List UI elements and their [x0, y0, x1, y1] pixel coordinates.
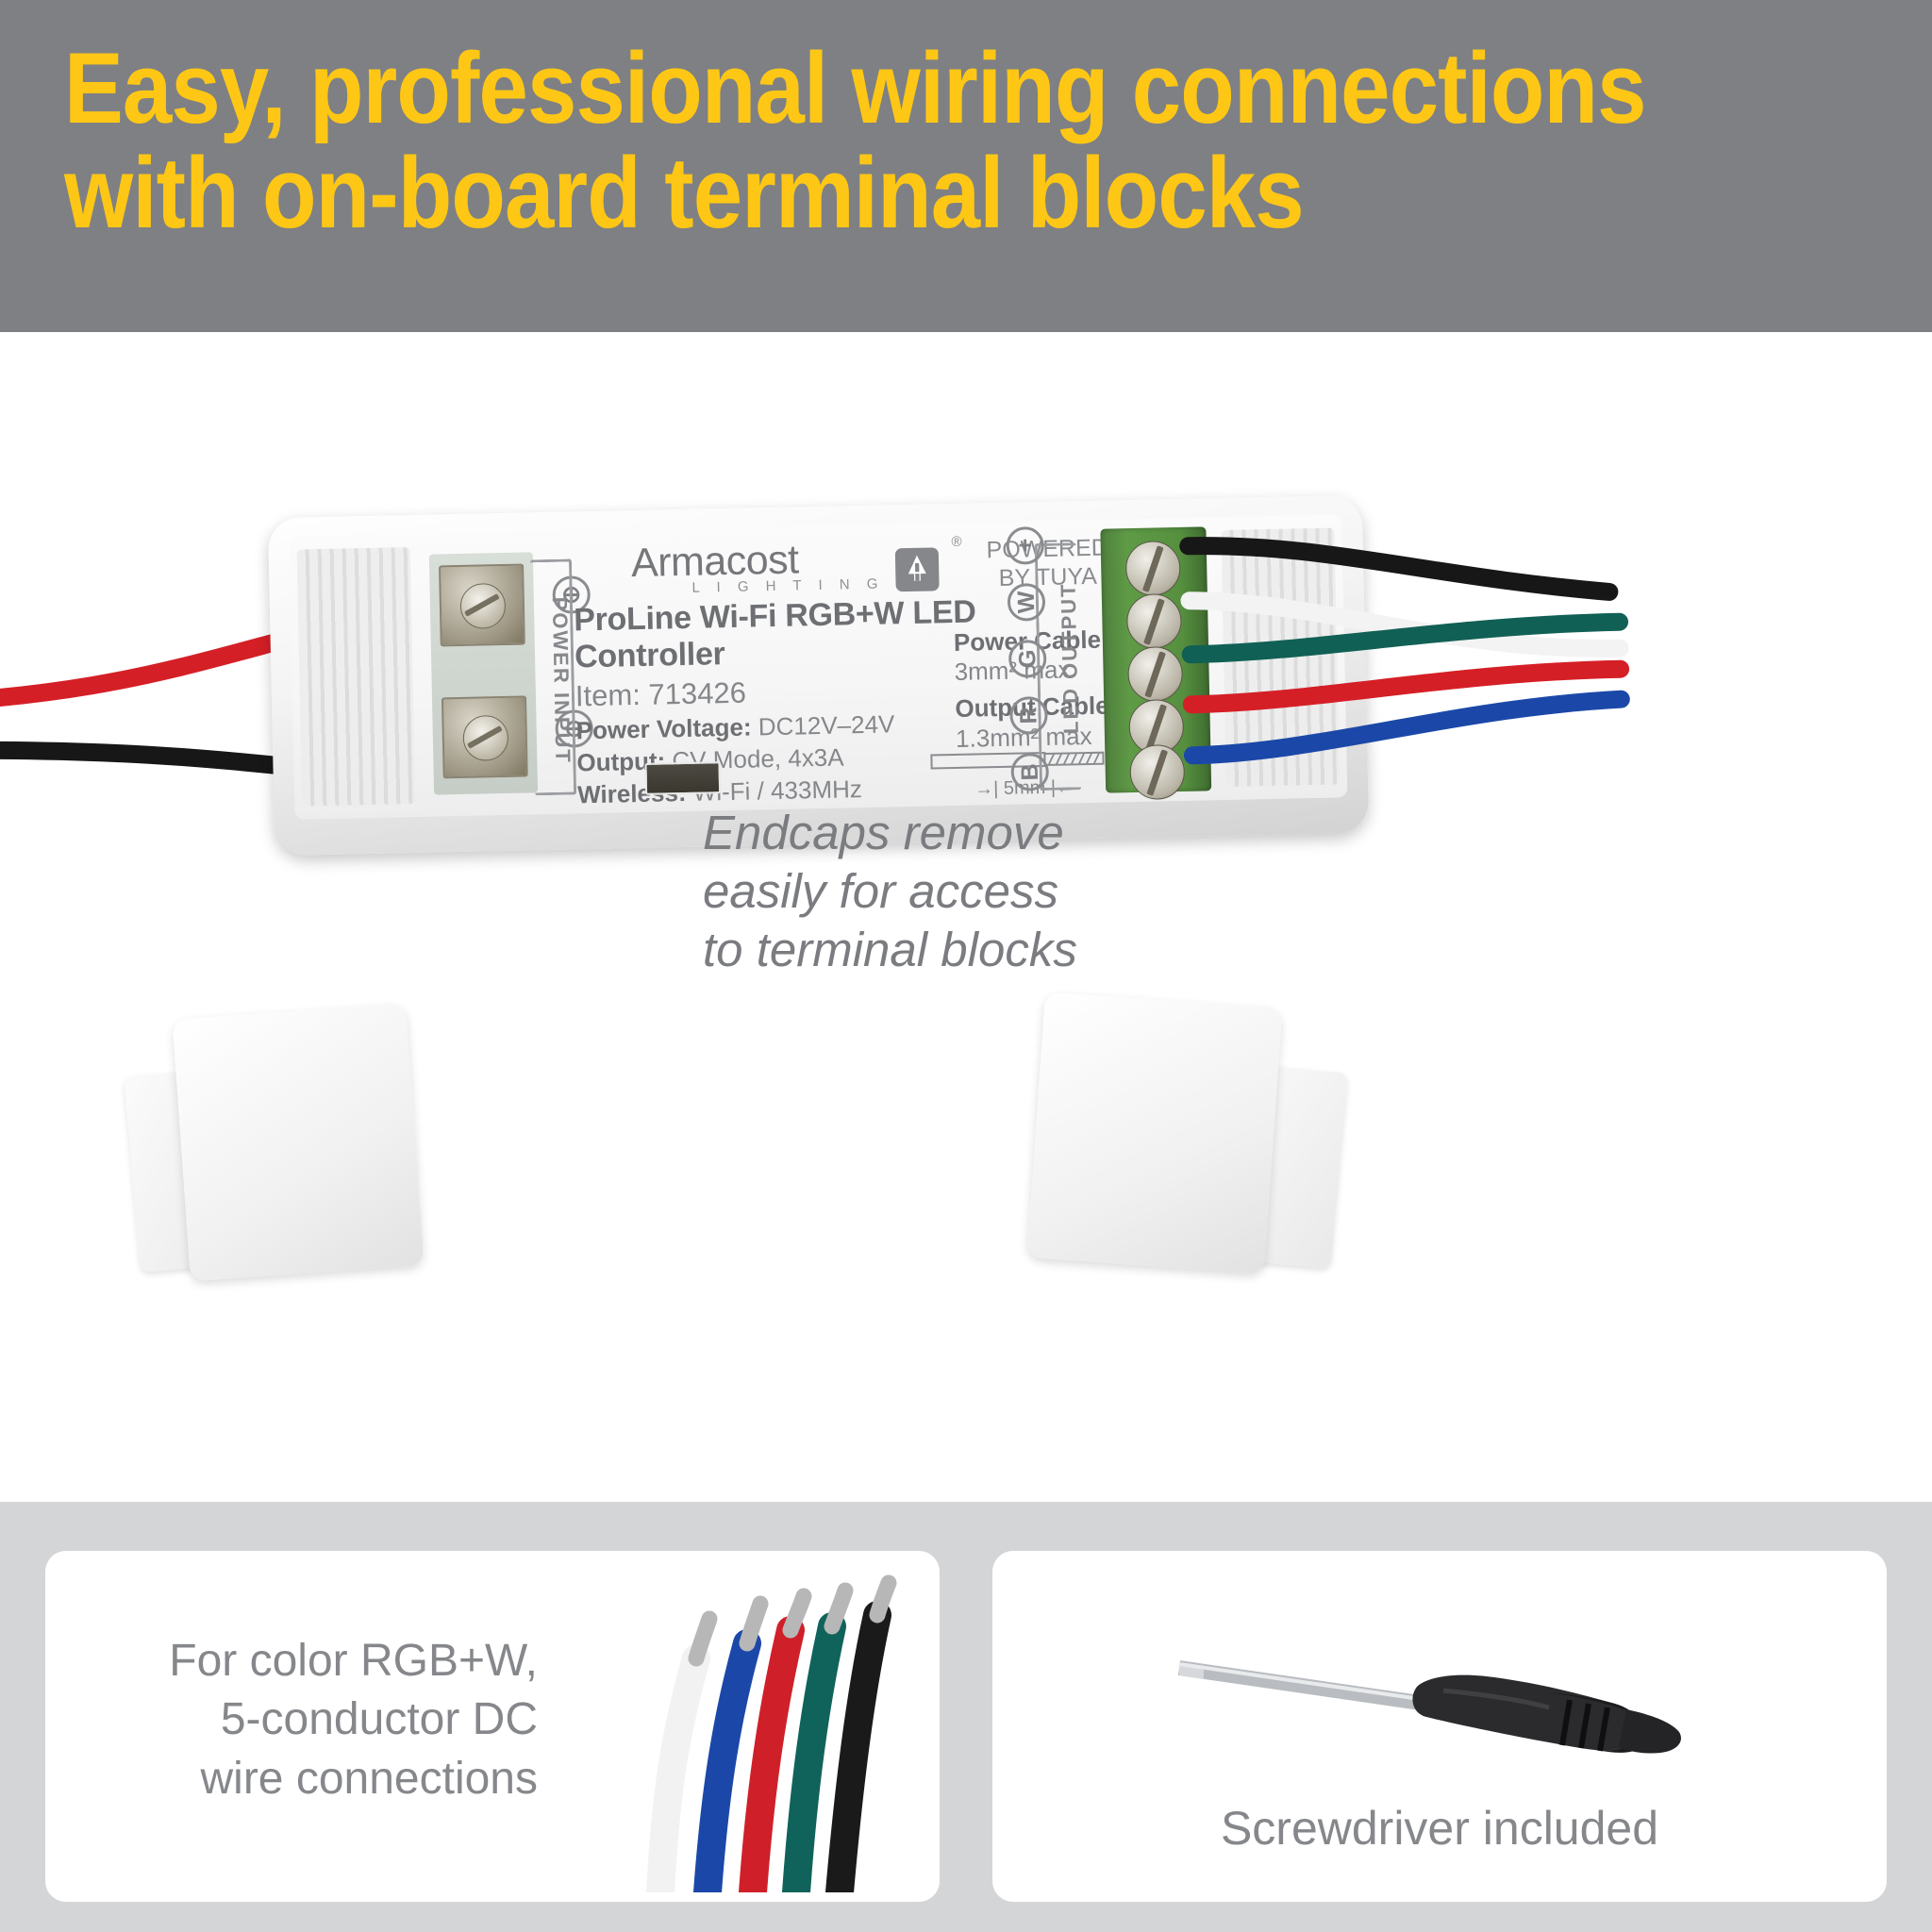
endcap-note-line-3: to terminal blocks — [703, 923, 1077, 977]
endcap-note-line-2: easily for access — [703, 864, 1058, 919]
endcap-right-face — [1026, 991, 1283, 1274]
endcap-note-line-1: Endcaps remove — [703, 806, 1064, 859]
accessories-section: For color RGB+W, 5-conductor DC wire con… — [0, 1502, 1932, 1932]
wire-text-line-3: wire connections — [200, 1753, 538, 1804]
device-label-text-area: Armacost L I G H T I N G ® ProLi — [573, 531, 1118, 816]
wire-text-line-1: For color RGB+W, — [169, 1636, 538, 1686]
endcap-left — [124, 992, 528, 1294]
led-controller-device: ⊕ ⊖ POWER INPUT Armacost L I G H T I N G — [0, 494, 1630, 895]
flathead-screwdriver-icon — [1143, 1606, 1766, 1775]
endcap-left-face — [172, 1003, 425, 1282]
power-input-wires — [0, 495, 1362, 777]
wire-text-line-2: 5-conductor DC — [220, 1694, 538, 1745]
endcap-note: Endcaps remove easily for access to term… — [703, 804, 1077, 980]
device-faceplate: ⊕ ⊖ POWER INPUT Armacost L I G H T I N G — [289, 514, 1348, 820]
screwdriver-panel: Screwdriver included — [992, 1551, 1887, 1902]
led-output-wires — [268, 495, 1630, 765]
endcap-right — [1019, 983, 1415, 1294]
banner-headline-line-2: with on-board terminal blocks — [64, 136, 1305, 250]
banner-headline-line-1: Easy, professional wiring connections — [64, 31, 1647, 144]
armacost-tree-logo-icon — [894, 547, 940, 592]
device-housing: ⊕ ⊖ POWER INPUT Armacost L I G H T I N G — [267, 494, 1370, 857]
wire-connections-panel: For color RGB+W, 5-conductor DC wire con… — [45, 1551, 940, 1907]
brand-row: Armacost L I G H T I N G ® — [631, 531, 1102, 597]
product-showcase-section: ⊕ ⊖ POWER INPUT Armacost L I G H T I N G — [0, 332, 1932, 1502]
wire-strip-diagram: →| 5mm |← — [929, 745, 1119, 801]
header-banner: Easy, professional wiring connections wi… — [0, 0, 1932, 332]
five-conductor-wire-bundle-icon — [555, 1572, 904, 1907]
screwdriver-caption: Screwdriver included — [1220, 1802, 1659, 1855]
wire-connections-text: For color RGB+W, 5-conductor DC wire con… — [94, 1632, 538, 1808]
